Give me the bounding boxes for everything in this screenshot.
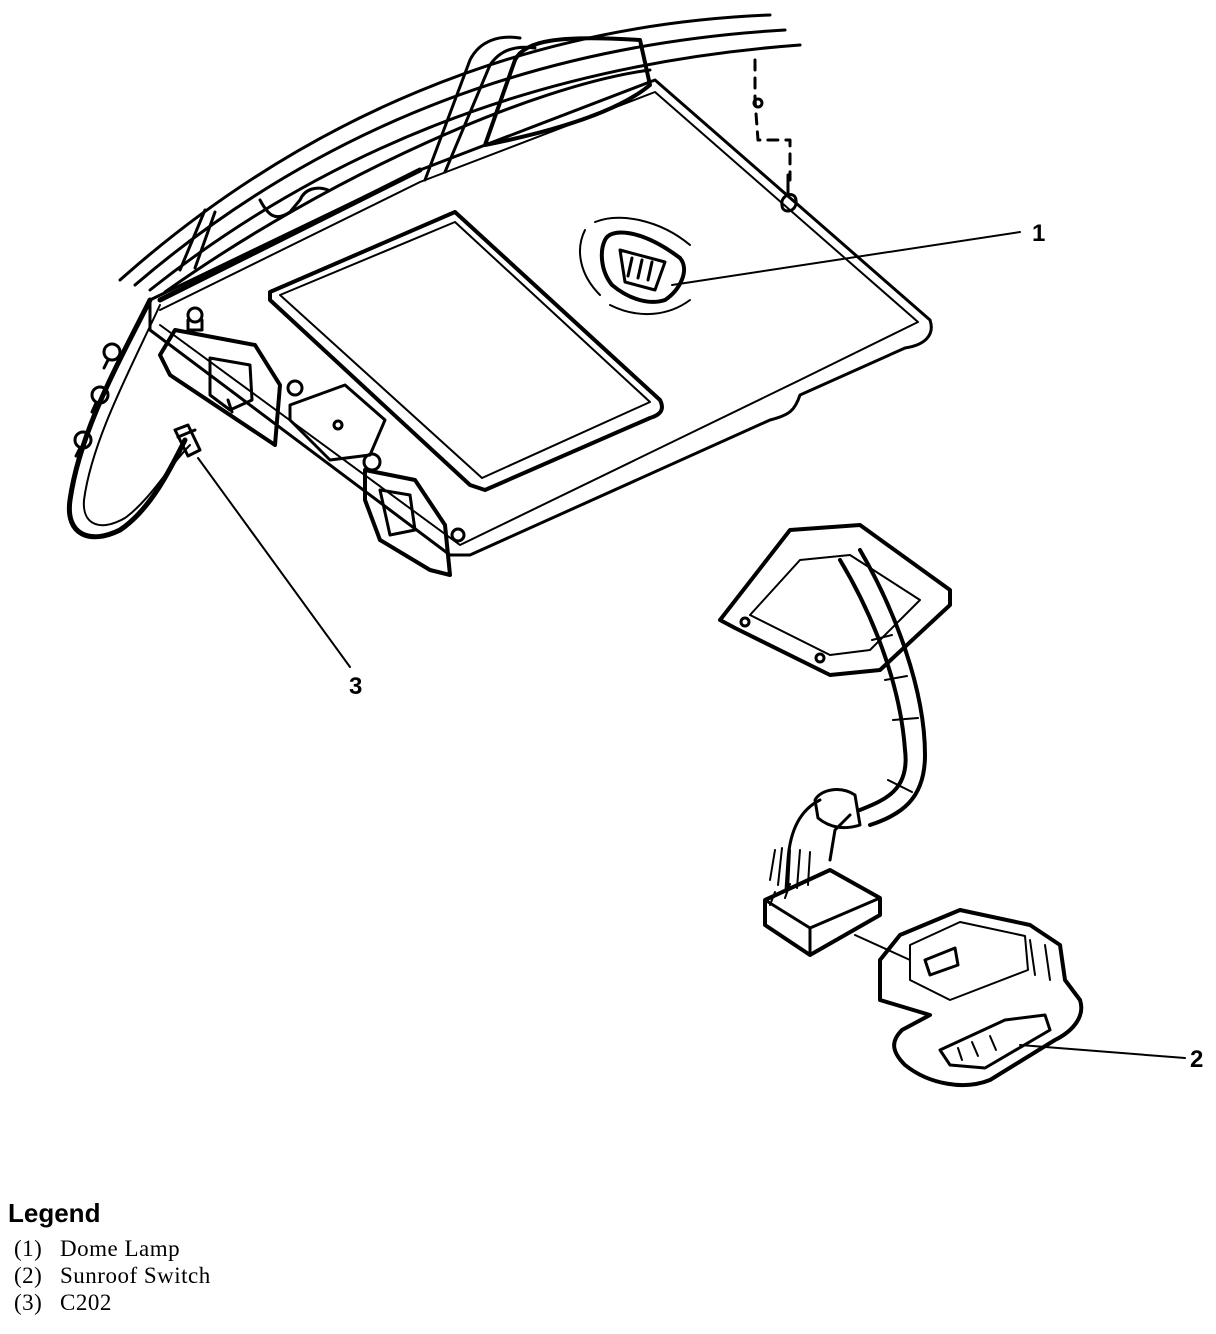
legend-item: (1)Dome Lamp (14, 1236, 181, 1261)
callout-3: 3 (349, 673, 363, 700)
edge-clips (73, 342, 122, 458)
leader-line-3 (197, 457, 351, 668)
legend-title: Legend (8, 1198, 101, 1228)
harness-connector (763, 868, 882, 957)
headliner-panel (148, 78, 933, 557)
wire-harness (769, 548, 927, 892)
leader-line-2 (1019, 1044, 1186, 1059)
legend-item: (2)Sunroof Switch (14, 1263, 211, 1288)
harness-plate (718, 523, 952, 677)
left-bracket (158, 306, 282, 447)
legend-list: (1)Dome Lamp (2)Sunroof Switch (3)C202 (8, 1235, 211, 1316)
roof-frame (118, 13, 802, 303)
sunroof-switch (878, 908, 1084, 1087)
headliner-diagram (66, 13, 1186, 1087)
dome-lamp (579, 216, 691, 316)
fastener (752, 58, 798, 213)
connector-guide-line (854, 934, 911, 961)
legend: Legend (1)Dome Lamp (2)Sunroof Switch (3… (8, 1198, 211, 1316)
sunroof-opening (268, 210, 664, 492)
leader-line-1 (671, 231, 1021, 286)
c202-connector (173, 423, 202, 458)
callout-2: 2 (1190, 1046, 1204, 1073)
callout-1: 1 (1032, 220, 1046, 247)
lower-bracket (362, 452, 466, 577)
harness-loop (66, 297, 191, 540)
legend-item: (3)C202 (14, 1290, 112, 1315)
